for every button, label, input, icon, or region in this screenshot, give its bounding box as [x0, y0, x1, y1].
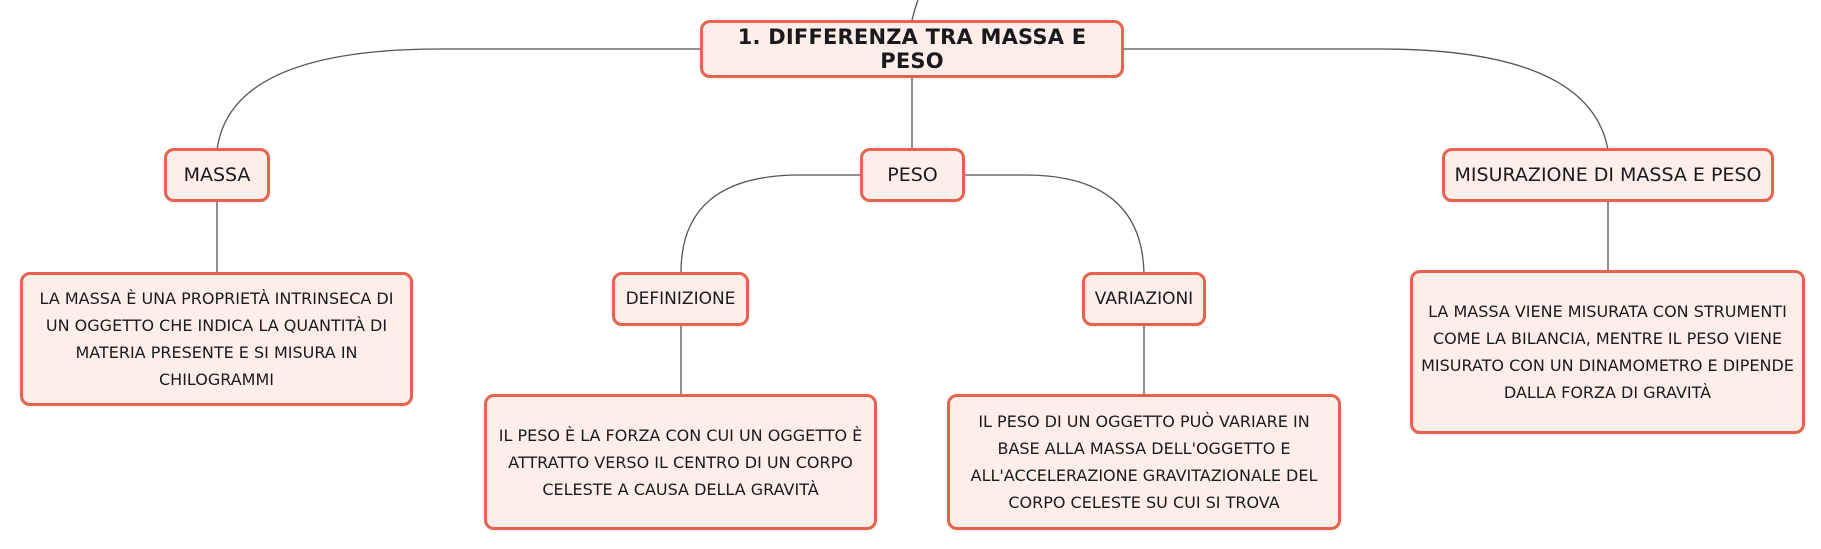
detail-text-variazioni: IL PESO DI UN OGGETTO PUÒ VARIARE IN BAS… — [970, 412, 1318, 512]
connector-root-misurazione — [1124, 48, 1609, 151]
topic-node-peso[interactable]: PESO — [860, 148, 965, 202]
connector-peso-variazioni — [965, 174, 1145, 275]
topic-label-misurazione: MISURAZIONE DI MASSA E PESO — [1454, 164, 1762, 186]
root-topic-node[interactable]: 1. DIFFERENZA TRA MASSA E PESO — [700, 20, 1124, 78]
connector-peso-definizione — [680, 174, 860, 275]
detail-node-massa[interactable]: LA MASSA È UNA PROPRIETÀ INTRINSECA DI U… — [20, 272, 413, 406]
topic-label-massa: MASSA — [183, 164, 251, 186]
connector-root-massa — [216, 48, 700, 151]
topic-node-massa[interactable]: MASSA — [164, 148, 270, 202]
topic-node-variazioni[interactable]: VARIAZIONI — [1082, 272, 1206, 326]
root-topic-label: 1. DIFFERENZA TRA MASSA E PESO — [737, 25, 1087, 73]
detail-node-definizione[interactable]: IL PESO È LA FORZA CON CUI UN OGGETTO È … — [484, 394, 877, 530]
topic-node-misurazione[interactable]: MISURAZIONE DI MASSA E PESO — [1442, 148, 1774, 202]
detail-node-variazioni[interactable]: IL PESO DI UN OGGETTO PUÒ VARIARE IN BAS… — [947, 394, 1341, 530]
connector-to-parent — [911, 0, 919, 21]
detail-node-misurazione[interactable]: LA MASSA VIENE MISURATA CON STRUMENTI CO… — [1410, 270, 1805, 434]
detail-text-definizione: IL PESO È LA FORZA CON CUI UN OGGETTO È … — [498, 425, 863, 499]
topic-label-definizione: DEFINIZIONE — [625, 289, 736, 309]
detail-text-misurazione: LA MASSA VIENE MISURATA CON STRUMENTI CO… — [1421, 302, 1794, 402]
topic-label-peso: PESO — [887, 164, 938, 186]
topic-label-variazioni: VARIAZIONI — [1094, 289, 1194, 309]
detail-text-massa: LA MASSA È UNA PROPRIETÀ INTRINSECA DI U… — [39, 289, 394, 389]
topic-node-definizione[interactable]: DEFINIZIONE — [612, 272, 749, 326]
